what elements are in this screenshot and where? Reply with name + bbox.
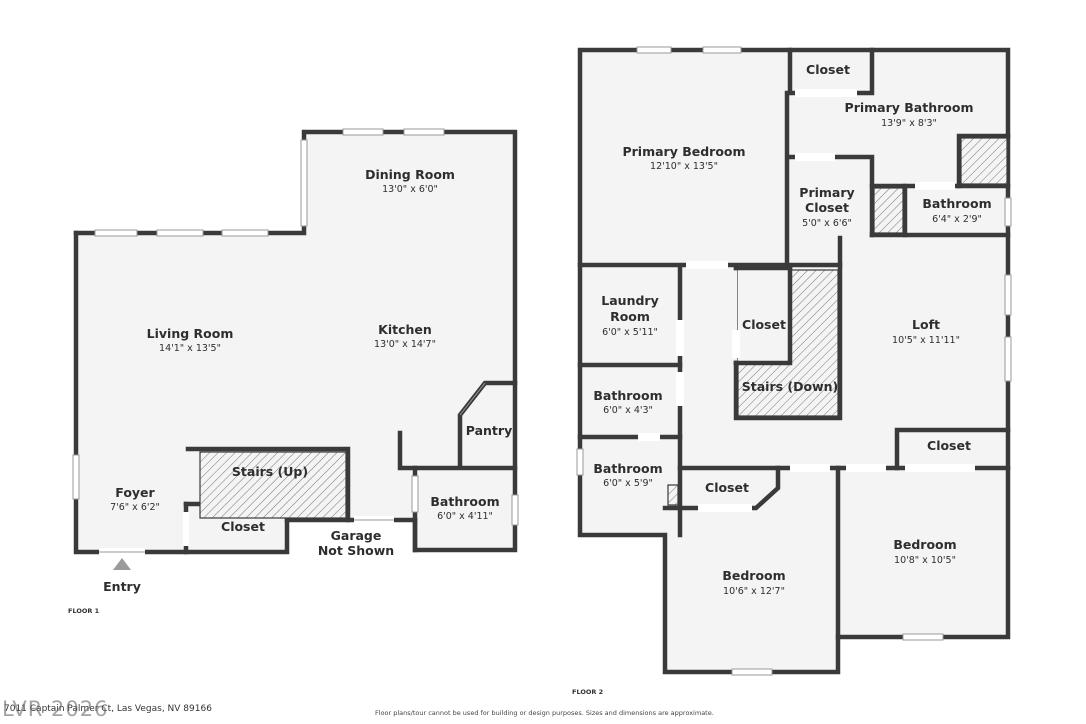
bedroom-left-name: Bedroom bbox=[722, 568, 785, 583]
foyer-name: Foyer bbox=[115, 485, 155, 500]
bathroom-a-dims: 6'0" x 4'3" bbox=[603, 405, 653, 416]
bathroom-dims: 6'0" x 4'11" bbox=[437, 511, 493, 522]
bedroom-left-dims: 10'6" x 12'7" bbox=[723, 586, 785, 597]
primary-bathroom-dims: 13'9" x 8'3" bbox=[881, 118, 937, 129]
bathroom-small-dims: 6'4" x 2'9" bbox=[932, 214, 982, 225]
stairs-up-hatch bbox=[199, 451, 347, 519]
living-room-name: Living Room bbox=[147, 326, 234, 341]
disclaimer-text: Floor plans/tour cannot be used for buil… bbox=[375, 709, 714, 717]
closet-right-name: Closet bbox=[927, 438, 971, 453]
entry-arrow-icon bbox=[113, 558, 131, 570]
loft-name: Loft bbox=[912, 317, 940, 332]
foyer-dims: 7'6" x 6'2" bbox=[110, 502, 160, 513]
kitchen-name: Kitchen bbox=[378, 322, 432, 337]
kitchen-dims: 13'0" x 14'7" bbox=[374, 339, 436, 350]
bathroom-b-name: Bathroom bbox=[593, 461, 662, 476]
floor1-label: FLOOR 1 bbox=[68, 607, 100, 615]
primary-closet-top-name: Closet bbox=[806, 62, 850, 77]
entry-label: Entry bbox=[103, 579, 141, 594]
primary-closet-name-line1: Primary bbox=[799, 185, 854, 200]
primary-bathroom-name: Primary Bathroom bbox=[845, 100, 974, 115]
garage-label-line2: Not Shown bbox=[318, 543, 394, 558]
laundry-name-line1: Laundry bbox=[601, 293, 658, 308]
primary-closet-name-line2: Closet bbox=[805, 200, 849, 215]
laundry-name-line2: Room bbox=[610, 309, 650, 324]
bedroom-right-dims: 10'8" x 10'5" bbox=[894, 555, 956, 566]
garage-label-line1: Garage bbox=[331, 528, 382, 543]
watermark-text: LVR 2026 bbox=[2, 697, 109, 721]
bathroom-a-name: Bathroom bbox=[593, 388, 662, 403]
bathroom-small-name: Bathroom bbox=[922, 196, 991, 211]
living-room-dims: 14'1" x 13'5" bbox=[159, 343, 221, 354]
loft-dims: 10'5" x 11'11" bbox=[892, 335, 960, 346]
closet-name: Closet bbox=[221, 519, 265, 534]
small-bath-hatch bbox=[873, 187, 904, 234]
primary-bedroom-name: Primary Bedroom bbox=[622, 144, 745, 159]
floor2-label: FLOOR 2 bbox=[572, 688, 604, 696]
closet-mid-name: Closet bbox=[742, 317, 786, 332]
stairs-down-name: Stairs (Down) bbox=[742, 379, 839, 394]
address-text: 7011 Captain Palmer Ct, Las Vegas, NV 89… bbox=[4, 704, 212, 714]
primary-bath-hatch bbox=[960, 137, 1008, 185]
laundry-dims: 6'0" x 5'11" bbox=[602, 327, 658, 338]
closet-bed-name: Closet bbox=[705, 480, 749, 495]
floor1-plan: Living Room 14'1" x 13'5" Dining Room 13… bbox=[72, 128, 519, 594]
primary-closet-dims: 5'0" x 6'6" bbox=[802, 218, 852, 229]
bedroom-right-name: Bedroom bbox=[893, 537, 956, 552]
primary-bedroom-dims: 12'10" x 13'5" bbox=[650, 161, 718, 172]
floor2-plan: Closet Primary Bathroom 13'9" x 8'3" Pri… bbox=[576, 46, 1012, 676]
bathroom-name: Bathroom bbox=[430, 494, 499, 509]
pantry-name: Pantry bbox=[466, 423, 512, 438]
dining-room-dims: 13'0" x 6'0" bbox=[382, 184, 438, 195]
stairs-up-name: Stairs (Up) bbox=[232, 464, 308, 479]
dining-room-name: Dining Room bbox=[365, 167, 455, 182]
bathroom-b-dims: 6'0" x 5'9" bbox=[603, 478, 653, 489]
